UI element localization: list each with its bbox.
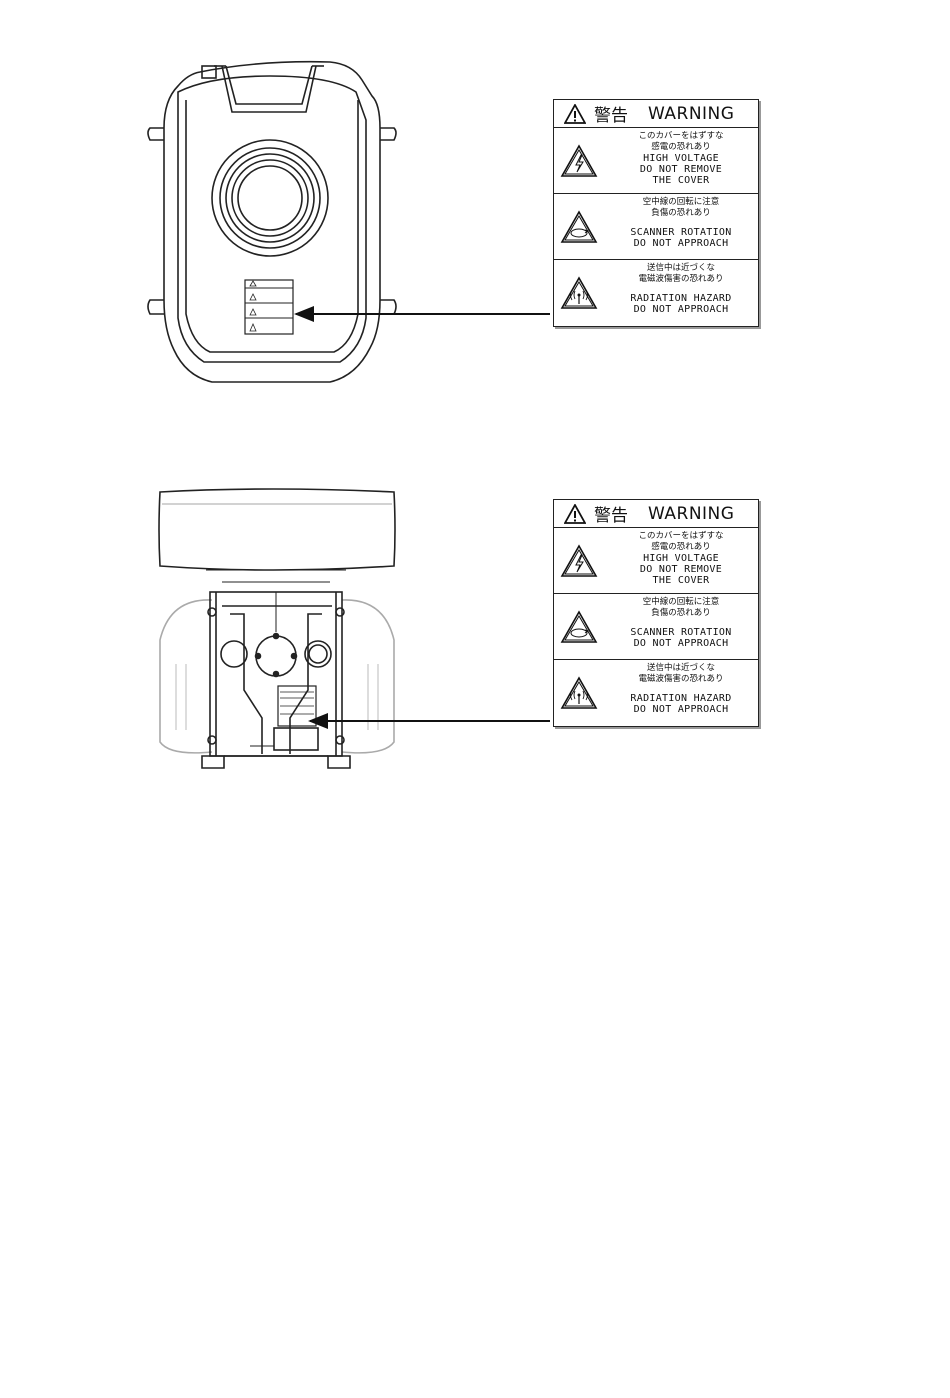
en-line-1: RADIATION HAZARD [630, 693, 732, 704]
jp-line-2: 負傷の恐れあり [651, 608, 711, 618]
en-line-2: DO NOT APPROACH [633, 638, 729, 649]
header-jp: 警告 [594, 106, 628, 126]
section-scanner-rotation: 空中線の回転に注意 負傷の恐れあり SCANNER ROTATION DO NO… [554, 594, 758, 660]
en-line-2: DO NOT APPROACH [633, 304, 729, 315]
jp-line-1: 送信中は近づくな [646, 263, 715, 273]
en-line-1: SCANNER ROTATION [630, 627, 732, 638]
section-high-voltage: このカバーをはずすな 感電の恐れあり HIGH VOLTAGE DO NOT R… [554, 528, 758, 594]
en-line-1: SCANNER ROTATION [630, 227, 732, 238]
warning-label-bottom: 警告 WARNING このカバーをはずすな 感電の恐れあり HIGH VOLTA… [553, 499, 759, 727]
radiation-hazard-icon [560, 676, 598, 709]
jp-line-2: 感電の恐れあり [651, 542, 711, 552]
jp-line-1: 送信中は近づくな [646, 663, 715, 673]
jp-line-2: 感電の恐れあり [651, 142, 711, 152]
radiation-hazard-icon [560, 276, 598, 309]
en-line-1: RADIATION HAZARD [630, 293, 732, 304]
jp-line-2: 電磁波傷害の恐れあり [638, 274, 724, 284]
section-radiation-hazard: 送信中は近づくな 電磁波傷害の恐れあり RADIATION HAZARD DO … [554, 260, 758, 326]
en-line-1: HIGH VOLTAGE [643, 553, 719, 564]
high-voltage-icon [560, 543, 598, 577]
en-line-2: DO NOT APPROACH [633, 704, 729, 715]
jp-line-2: 負傷の恐れあり [651, 208, 711, 218]
jp-line-1: このカバーをはずすな [638, 131, 724, 141]
section-radiation-hazard: 送信中は近づくな 電磁波傷害の恐れあり RADIATION HAZARD DO … [554, 660, 758, 726]
header-jp: 警告 [594, 506, 628, 526]
en-line-1: HIGH VOLTAGE [643, 153, 719, 164]
warning-triangle-icon [564, 503, 586, 524]
jp-line-2: 電磁波傷害の恐れあり [638, 674, 724, 684]
top-unit-drawing [147, 60, 397, 383]
scanner-rotation-icon [560, 609, 598, 643]
en-line-3: THE COVER [652, 175, 710, 186]
jp-line-1: このカバーをはずすな [638, 531, 724, 541]
high-voltage-icon [560, 143, 598, 177]
warning-triangle-icon [564, 103, 586, 124]
en-line-3: THE COVER [652, 575, 710, 586]
header-en: WARNING [648, 503, 735, 524]
jp-line-1: 空中線の回転に注意 [642, 597, 720, 607]
header-en: WARNING [648, 103, 735, 124]
label-header: 警告 WARNING [554, 100, 758, 128]
en-line-2: DO NOT REMOVE [639, 564, 723, 575]
section-scanner-rotation: 空中線の回転に注意 負傷の恐れあり SCANNER ROTATION DO NO… [554, 194, 758, 260]
scanner-rotation-icon [560, 209, 598, 243]
en-line-2: DO NOT REMOVE [639, 164, 723, 175]
section-high-voltage: このカバーをはずすな 感電の恐れあり HIGH VOLTAGE DO NOT R… [554, 128, 758, 194]
bottom-unit-drawing [158, 488, 396, 769]
jp-line-1: 空中線の回転に注意 [642, 197, 720, 207]
label-header: 警告 WARNING [554, 500, 758, 528]
warning-label-top: 警告 WARNING このカバーをはずすな 感電の恐れあり HIGH VOLTA… [553, 99, 759, 327]
en-line-2: DO NOT APPROACH [633, 238, 729, 249]
